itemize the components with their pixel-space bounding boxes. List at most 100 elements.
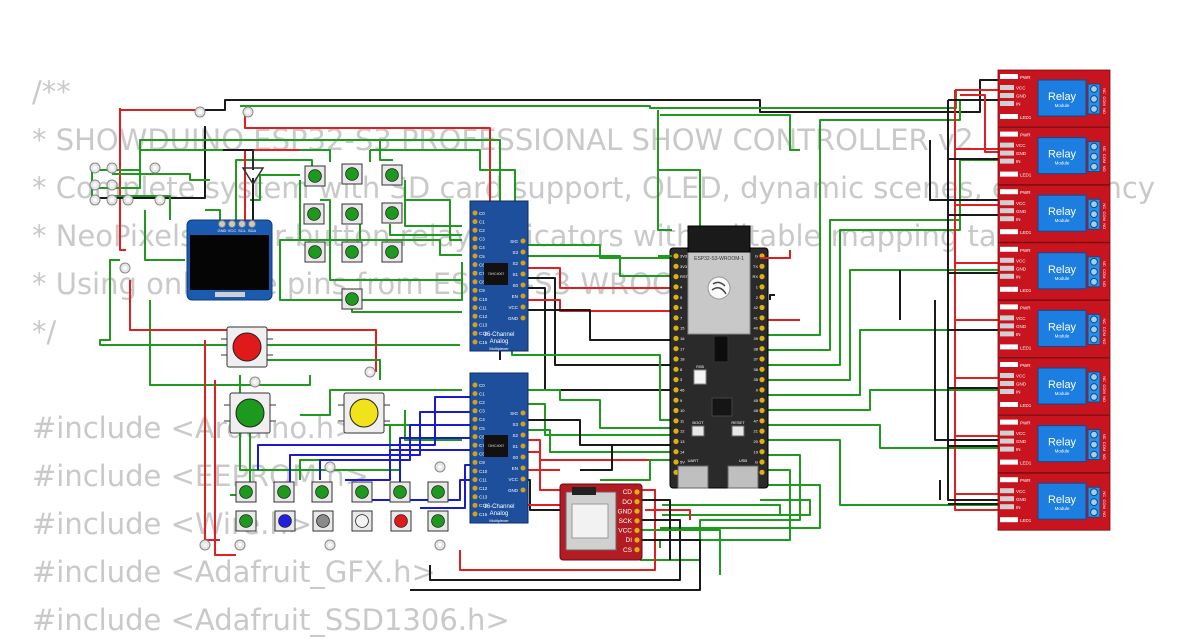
wire	[760, 389, 1000, 411]
relay-pin-label: GND	[1016, 382, 1027, 387]
esp32-pin	[759, 438, 765, 444]
wire	[380, 479, 470, 501]
esp32-pin-label: 16	[680, 336, 685, 341]
relay-screw-icon	[1090, 210, 1098, 219]
relay-pwr-led	[1000, 131, 1018, 137]
relay-contact-label: NC	[1102, 146, 1107, 152]
mux-chip	[484, 435, 508, 457]
button-leg	[384, 404, 390, 406]
led-center	[158, 198, 162, 202]
neopixel-led	[324, 461, 336, 473]
esp32-pin	[759, 346, 765, 352]
wire	[200, 79, 1000, 113]
relay-pwr-led	[1000, 304, 1018, 310]
relay-label: Relay	[1048, 494, 1077, 506]
sd-pin-label: CS	[623, 547, 633, 554]
relay-pin	[1000, 85, 1014, 90]
mux-pin-label: C7	[479, 443, 485, 448]
esp32-pin-label: 9	[680, 398, 683, 403]
relay-screw-icon	[1090, 325, 1098, 334]
sd-card-icon	[571, 503, 609, 539]
esp32-pin	[759, 397, 765, 403]
wire	[289, 411, 470, 485]
esp32-pin	[759, 469, 765, 475]
mux-pin	[472, 442, 478, 448]
neopixel-led	[89, 162, 101, 174]
mux-pin	[472, 219, 478, 225]
wire	[528, 244, 672, 259]
neopixel-led	[324, 539, 336, 551]
usb-port	[727, 465, 759, 489]
mux-pin	[472, 399, 478, 405]
relay-label: Relay	[1048, 379, 1077, 391]
wire	[528, 277, 672, 366]
wire	[660, 114, 800, 151]
wire	[389, 224, 462, 236]
wire	[410, 539, 701, 591]
relay-screw-icon	[1090, 440, 1098, 449]
relay-pin-label: IN	[1016, 505, 1021, 510]
mux-pin	[520, 487, 526, 493]
wire	[365, 139, 501, 210]
relay-pin	[1000, 381, 1014, 386]
esp32-pin-label: 18	[680, 357, 685, 362]
mux-pin-label: C14	[479, 503, 488, 508]
push-button-green	[381, 164, 403, 186]
esp32-chip	[711, 397, 733, 417]
esp32-pin	[673, 449, 679, 455]
button-cap	[345, 167, 359, 181]
relay-contact-label: NO	[1102, 396, 1107, 402]
mux-pin-label: C9	[479, 288, 485, 293]
push-button-green	[235, 510, 257, 532]
mux-pin	[520, 476, 526, 482]
relay-pin-label: GND	[1016, 209, 1027, 214]
relay-pwr-label: PWR	[1020, 421, 1031, 426]
relay-screw-icon	[1090, 498, 1098, 507]
led-center	[93, 198, 97, 202]
code-line: #include <EEPROM.h>	[32, 459, 369, 493]
sd-pin-label: VCC	[618, 528, 632, 535]
push-button-green	[381, 202, 403, 224]
led-center	[438, 465, 442, 469]
esp32-pin	[673, 294, 679, 300]
wire	[112, 173, 210, 181]
neopixel-led	[434, 539, 446, 551]
relay-label: Relay	[1048, 149, 1077, 161]
esp32-pin-label: 17	[680, 346, 685, 351]
wire	[250, 174, 300, 201]
sd-pin	[634, 537, 640, 543]
mux-pin-label: S0	[512, 455, 518, 460]
mux-pin	[472, 391, 478, 397]
led-center	[328, 543, 332, 547]
wire	[929, 140, 1000, 201]
relay-pin-label: IN	[1016, 332, 1021, 337]
esp32-pin-label: 42	[754, 305, 759, 310]
wires-top-layer	[658, 250, 791, 259]
relay-sublabel: Module	[1055, 506, 1070, 511]
neopixel-led	[89, 194, 101, 206]
relay-pin	[1000, 373, 1014, 378]
esp32-pin	[673, 418, 679, 424]
relay-contact-label: NC	[1102, 203, 1107, 209]
sd-pin-label: DI	[626, 537, 633, 544]
esp32-s3-board: ESP32-S3-WROOM-13V33V3RST456715161718834…	[669, 225, 769, 489]
push-button-green	[351, 481, 373, 503]
espressif-logo-mark	[711, 281, 727, 295]
mux-pin	[472, 382, 478, 388]
relay-led-label: LED1	[1020, 115, 1032, 120]
relay-contact-label: NO	[1102, 166, 1107, 172]
push-button-green	[427, 481, 449, 503]
wire	[404, 180, 462, 227]
esp32-pin	[673, 315, 679, 321]
relay-led-label: LED1	[1020, 403, 1032, 408]
relay-contact-label: NC	[1102, 319, 1107, 325]
wire	[657, 110, 701, 240]
push-button-green	[341, 203, 363, 225]
relay-pwr-label: PWR	[1020, 478, 1031, 483]
wire	[645, 509, 691, 520]
mux-pin-label: C6	[479, 434, 485, 439]
relay-label: Relay	[1048, 264, 1077, 276]
push-button-white	[351, 510, 373, 532]
